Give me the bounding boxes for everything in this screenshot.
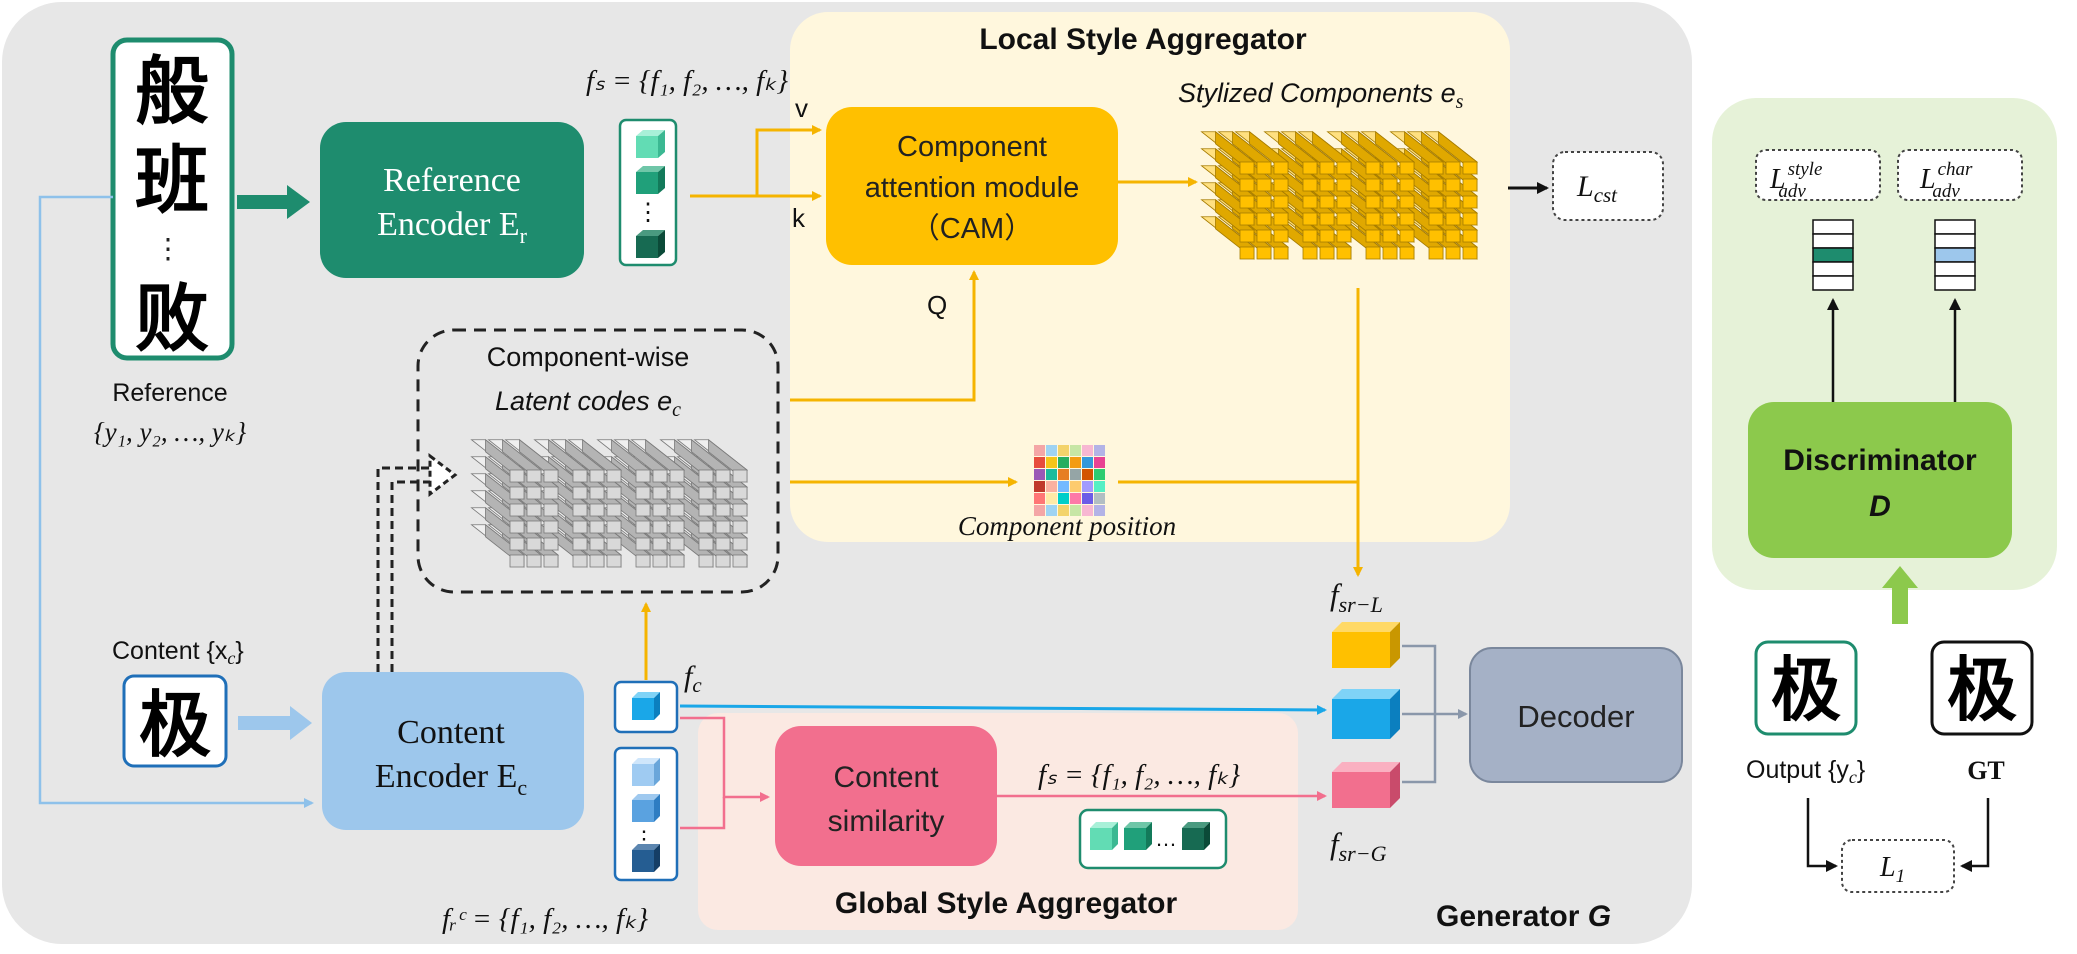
stylized-components-tensor [1200, 130, 1479, 260]
output-glyph: 极 [1771, 651, 1841, 729]
reference-glyph-bg [123, 50, 222, 130]
latent-to-cam-q-arrow [790, 270, 979, 402]
fs-style-cube-2 [1124, 822, 1152, 850]
cam-k-label: k [792, 203, 806, 233]
latent-codes-label-1: Component-wise [487, 342, 690, 372]
style-adv-loss-box [1755, 149, 1881, 201]
latent-codes-label-2: Latent codes ec [495, 386, 681, 421]
fs-style-cube-1 [1090, 822, 1118, 850]
latent-codes-region [416, 328, 780, 594]
fsr-g-label: fsr−G [1330, 826, 1387, 866]
discriminator-label-2: D [1869, 490, 1891, 523]
reference-encoder-label-1: Reference [383, 162, 521, 199]
fc-to-similarity-arrow [680, 716, 770, 802]
discriminator-label-1: Discriminator [1783, 444, 1977, 477]
cam-label-1: Component [897, 131, 1047, 163]
style-feature-cube-1 [636, 130, 665, 158]
fs-style-cube-k [1182, 822, 1210, 850]
reference-to-encoder-arrow [237, 195, 287, 209]
global-style-aggregator-title: Global Style Aggregator [835, 887, 1178, 920]
fsr-l-cube [1332, 622, 1400, 668]
content-glyph-frame [122, 674, 228, 768]
content-encoder-label-2: Encoder Ec [375, 758, 528, 800]
fsr-content-cube [1332, 689, 1400, 739]
output-label: Output {yc} [1746, 756, 1865, 787]
images-to-discriminator-arrow [1892, 586, 1908, 624]
latent-codes-tensor [470, 438, 749, 568]
lcst-loss-label: Lcst [1576, 170, 1618, 207]
l1-loss-box [1841, 839, 1955, 893]
fr-feature-cube-1 [632, 758, 660, 786]
reference-dots: ⋮ [154, 233, 182, 264]
cam-q-label: Q [927, 290, 947, 320]
gt-glyph-frame [1930, 640, 2034, 736]
reference-to-content-encoder-line [38, 195, 314, 808]
gt-glyph: 极 [1947, 651, 2017, 729]
discriminator [1748, 402, 2012, 558]
l1-loss-label: L1 [1879, 852, 1905, 887]
output-glyph-frame [1754, 640, 1858, 736]
reference-encoder [320, 122, 584, 278]
content-encoder [322, 672, 584, 830]
fr-feature-cube-k [632, 844, 660, 872]
cam-label-3: （CAM） [911, 213, 1033, 245]
gt-label: GT [1967, 756, 2005, 785]
style-output-vector [1812, 219, 1854, 291]
fc-feature-cube [632, 692, 660, 720]
style-feature-dots: ⋮ [636, 199, 660, 226]
component-attention-module [826, 107, 1118, 265]
decoder-label: Decoder [1517, 699, 1634, 734]
local-style-aggregator-title: Local Style Aggregator [979, 23, 1307, 56]
style-feature-cube-k [636, 230, 665, 258]
component-position-grid [1034, 445, 1105, 516]
content-similarity-label-1: Content [833, 761, 939, 794]
fs-style-cube-dots: … [1155, 826, 1177, 851]
fs-features-label: fₛ = {f₁, f₂, …, fₖ} [586, 65, 789, 97]
fsr-g-cube [1332, 762, 1400, 808]
reference-glyph-1: 般 [135, 50, 209, 133]
content-similarity-label-2: similarity [828, 805, 945, 838]
gt-to-l1-arrow [1960, 798, 1990, 872]
content-to-encoder-arrow [238, 716, 290, 730]
fs-to-cam-v-arrow [690, 125, 822, 198]
cam-label-2: attention module [865, 172, 1079, 204]
cam-v-label: v [795, 93, 808, 123]
reference-glyph-2: 班 [135, 139, 209, 222]
decoder [1469, 647, 1683, 783]
content-to-latent-dashed-arrow [376, 466, 430, 672]
reference-set-label: {y₁, y₂, …, yₖ} [94, 417, 247, 447]
reference-label: Reference [112, 379, 227, 407]
lcst-loss-box [1552, 151, 1664, 221]
fr-to-similarity-arrow [680, 797, 726, 830]
content-similarity-module [775, 726, 997, 866]
fr-feature-cube-2 [632, 794, 660, 822]
reference-glyph-3: 败 [135, 277, 209, 360]
reference-encoder-label-2: Encoder Er [377, 206, 528, 248]
char-adv-loss-box [1897, 149, 2023, 201]
content-glyph: 极 [139, 686, 211, 766]
fs-mid-label: fₛ = {f₁, f₂, …, fₖ} [1038, 759, 1241, 791]
fsr-l-label: fsr−L [1330, 577, 1383, 617]
stylized-components-label: Stylized Components es [1178, 78, 1464, 113]
fr-features-label: fᵣᶜ = {f₁, f₂, …, fₖ} [442, 903, 648, 935]
output-to-l1-arrow [1806, 798, 1838, 872]
component-position-label: Component position [958, 511, 1176, 541]
char-output-vector [1934, 219, 1976, 291]
content-encoder-label-1: Content [397, 714, 505, 751]
generator-title: Generator G [1436, 900, 1611, 933]
style-feature-cube-2 [636, 166, 665, 194]
content-label: Content {xc} [112, 637, 244, 668]
fc-to-decoder-input-arrow [679, 704, 1327, 715]
